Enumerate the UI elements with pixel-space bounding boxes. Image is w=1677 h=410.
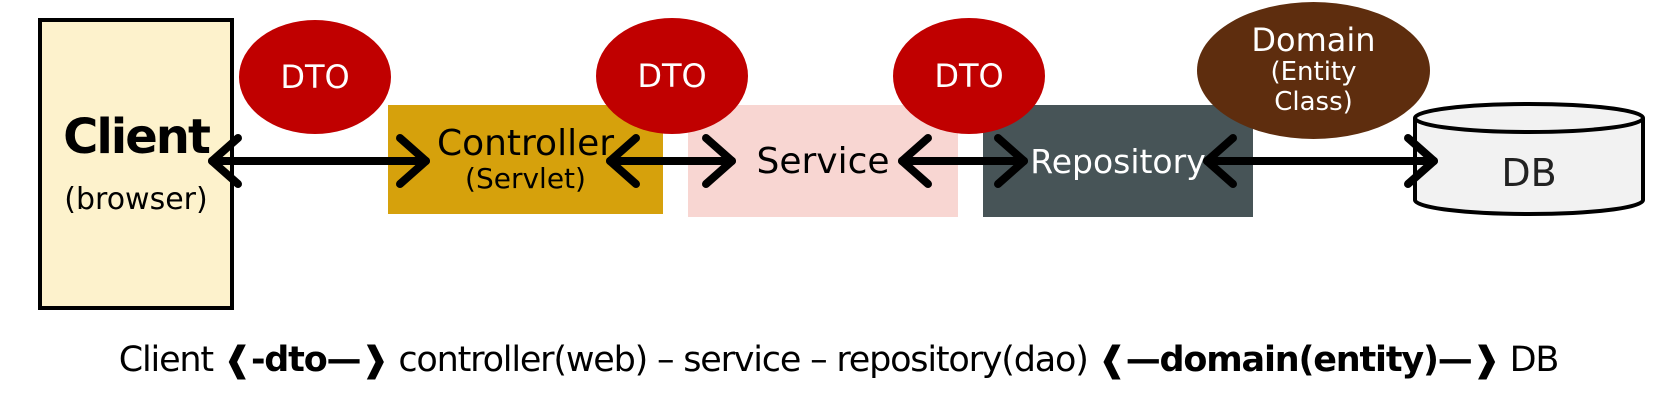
client-subtitle: (browser) <box>64 181 208 217</box>
controller-subtitle: (Servlet) <box>465 162 586 196</box>
dto-label-3: DTO <box>934 57 1004 95</box>
caption-part-5: DB <box>1499 340 1560 380</box>
service-title: Service <box>756 140 890 182</box>
caption-part-2: ❰-dto—❱ <box>222 340 390 380</box>
arrow-service-repository <box>898 134 1028 188</box>
domain-title: Domain <box>1251 21 1376 60</box>
arrow-repository-db <box>1203 134 1438 188</box>
repository-title: Repository <box>1030 141 1206 181</box>
dto-label-2: DTO <box>637 57 707 95</box>
caption-part-1: Client <box>118 340 223 380</box>
caption-part-4: ❰—domain(entity)—❱ <box>1097 340 1501 380</box>
domain-line-1: (Entity <box>1270 57 1357 88</box>
domain-oval: Domain (Entity Class) <box>1197 2 1430 139</box>
repository-box: Repository <box>983 105 1253 217</box>
controller-title: Controller <box>436 122 615 164</box>
dto-oval-2: DTO <box>596 18 748 134</box>
db-label: DB <box>1501 151 1557 195</box>
caption-part-3: controller(web) – service – repository(d… <box>388 340 1098 380</box>
dto-oval-3: DTO <box>893 18 1045 134</box>
client-title: Client <box>63 109 211 166</box>
arrow-controller-service <box>606 134 736 188</box>
dto-label-1: DTO <box>280 58 350 96</box>
dto-oval-1: DTO <box>239 20 391 134</box>
db-cylinder-icon <box>1413 102 1645 216</box>
domain-line-2: Class) <box>1274 87 1353 118</box>
arrow-client-controller <box>208 134 430 188</box>
client-box: Client (browser) <box>38 18 234 310</box>
flow-caption: Client ❰-dto—❱ controller(web) – service… <box>0 340 1677 380</box>
